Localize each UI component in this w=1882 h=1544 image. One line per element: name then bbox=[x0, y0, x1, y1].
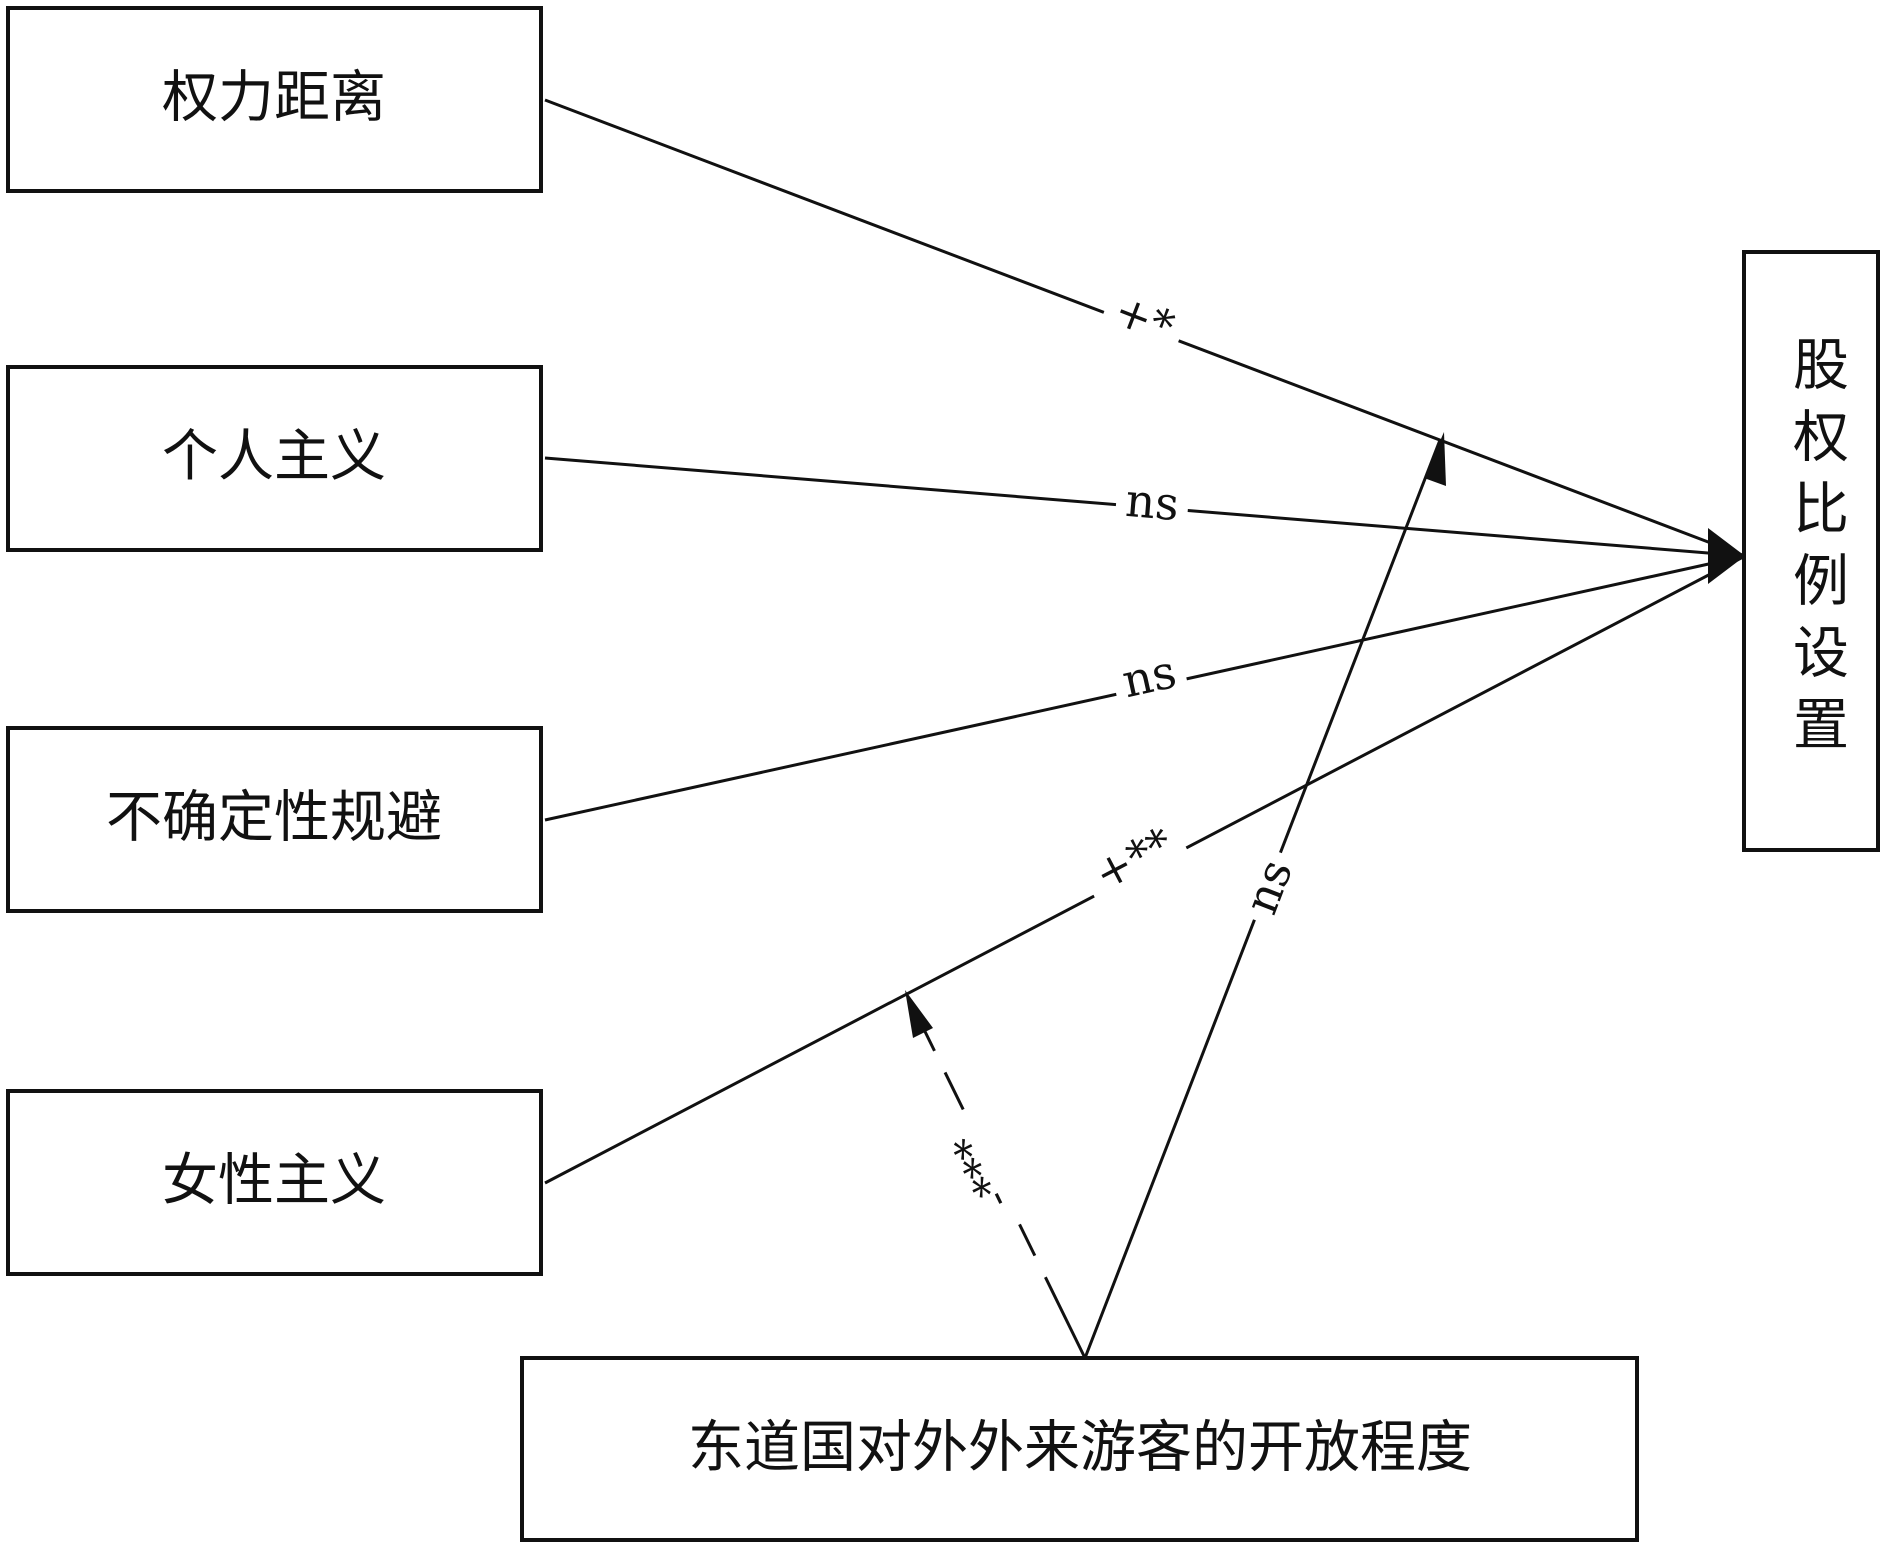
label-uncertainty-avoidance: ns bbox=[1117, 644, 1181, 708]
label-individualism: ns bbox=[1124, 473, 1181, 531]
node-host-openness: 东道国对外外来游客的开放程度 bbox=[520, 1356, 1639, 1542]
node-host-openness-label: 东道国对外外来游客的开放程度 bbox=[688, 1416, 1472, 1481]
nodes: 权力距离 个人主义 不确定性规避 女性主义 股权比例设置 东道国对外外来游客的开… bbox=[6, 6, 1880, 1542]
node-uncertainty-avoidance-label: 不确定性规避 bbox=[106, 786, 442, 851]
arrowhead-outcome bbox=[1708, 528, 1745, 584]
arrowhead-moderator-femininity bbox=[905, 990, 933, 1038]
node-uncertainty-avoidance: 不确定性规避 bbox=[6, 726, 543, 913]
node-power-distance-label: 权力距离 bbox=[162, 66, 386, 131]
node-individualism-label: 个人主义 bbox=[162, 425, 386, 490]
arrowheads bbox=[905, 432, 1745, 1038]
node-power-distance: 权力距离 bbox=[6, 6, 543, 193]
node-equity-ratio: 股权比例设置 bbox=[1742, 250, 1880, 852]
node-individualism: 个人主义 bbox=[6, 365, 543, 552]
node-femininity-label: 女性主义 bbox=[162, 1149, 386, 1214]
edge-labels: +* ns ns +** -*** ns bbox=[942, 279, 1303, 1235]
arrowhead-moderator-power-distance bbox=[1424, 432, 1446, 486]
node-equity-ratio-label: 股权比例设置 bbox=[1784, 335, 1849, 767]
edges bbox=[544, 98, 1746, 1359]
node-femininity: 女性主义 bbox=[6, 1089, 543, 1276]
